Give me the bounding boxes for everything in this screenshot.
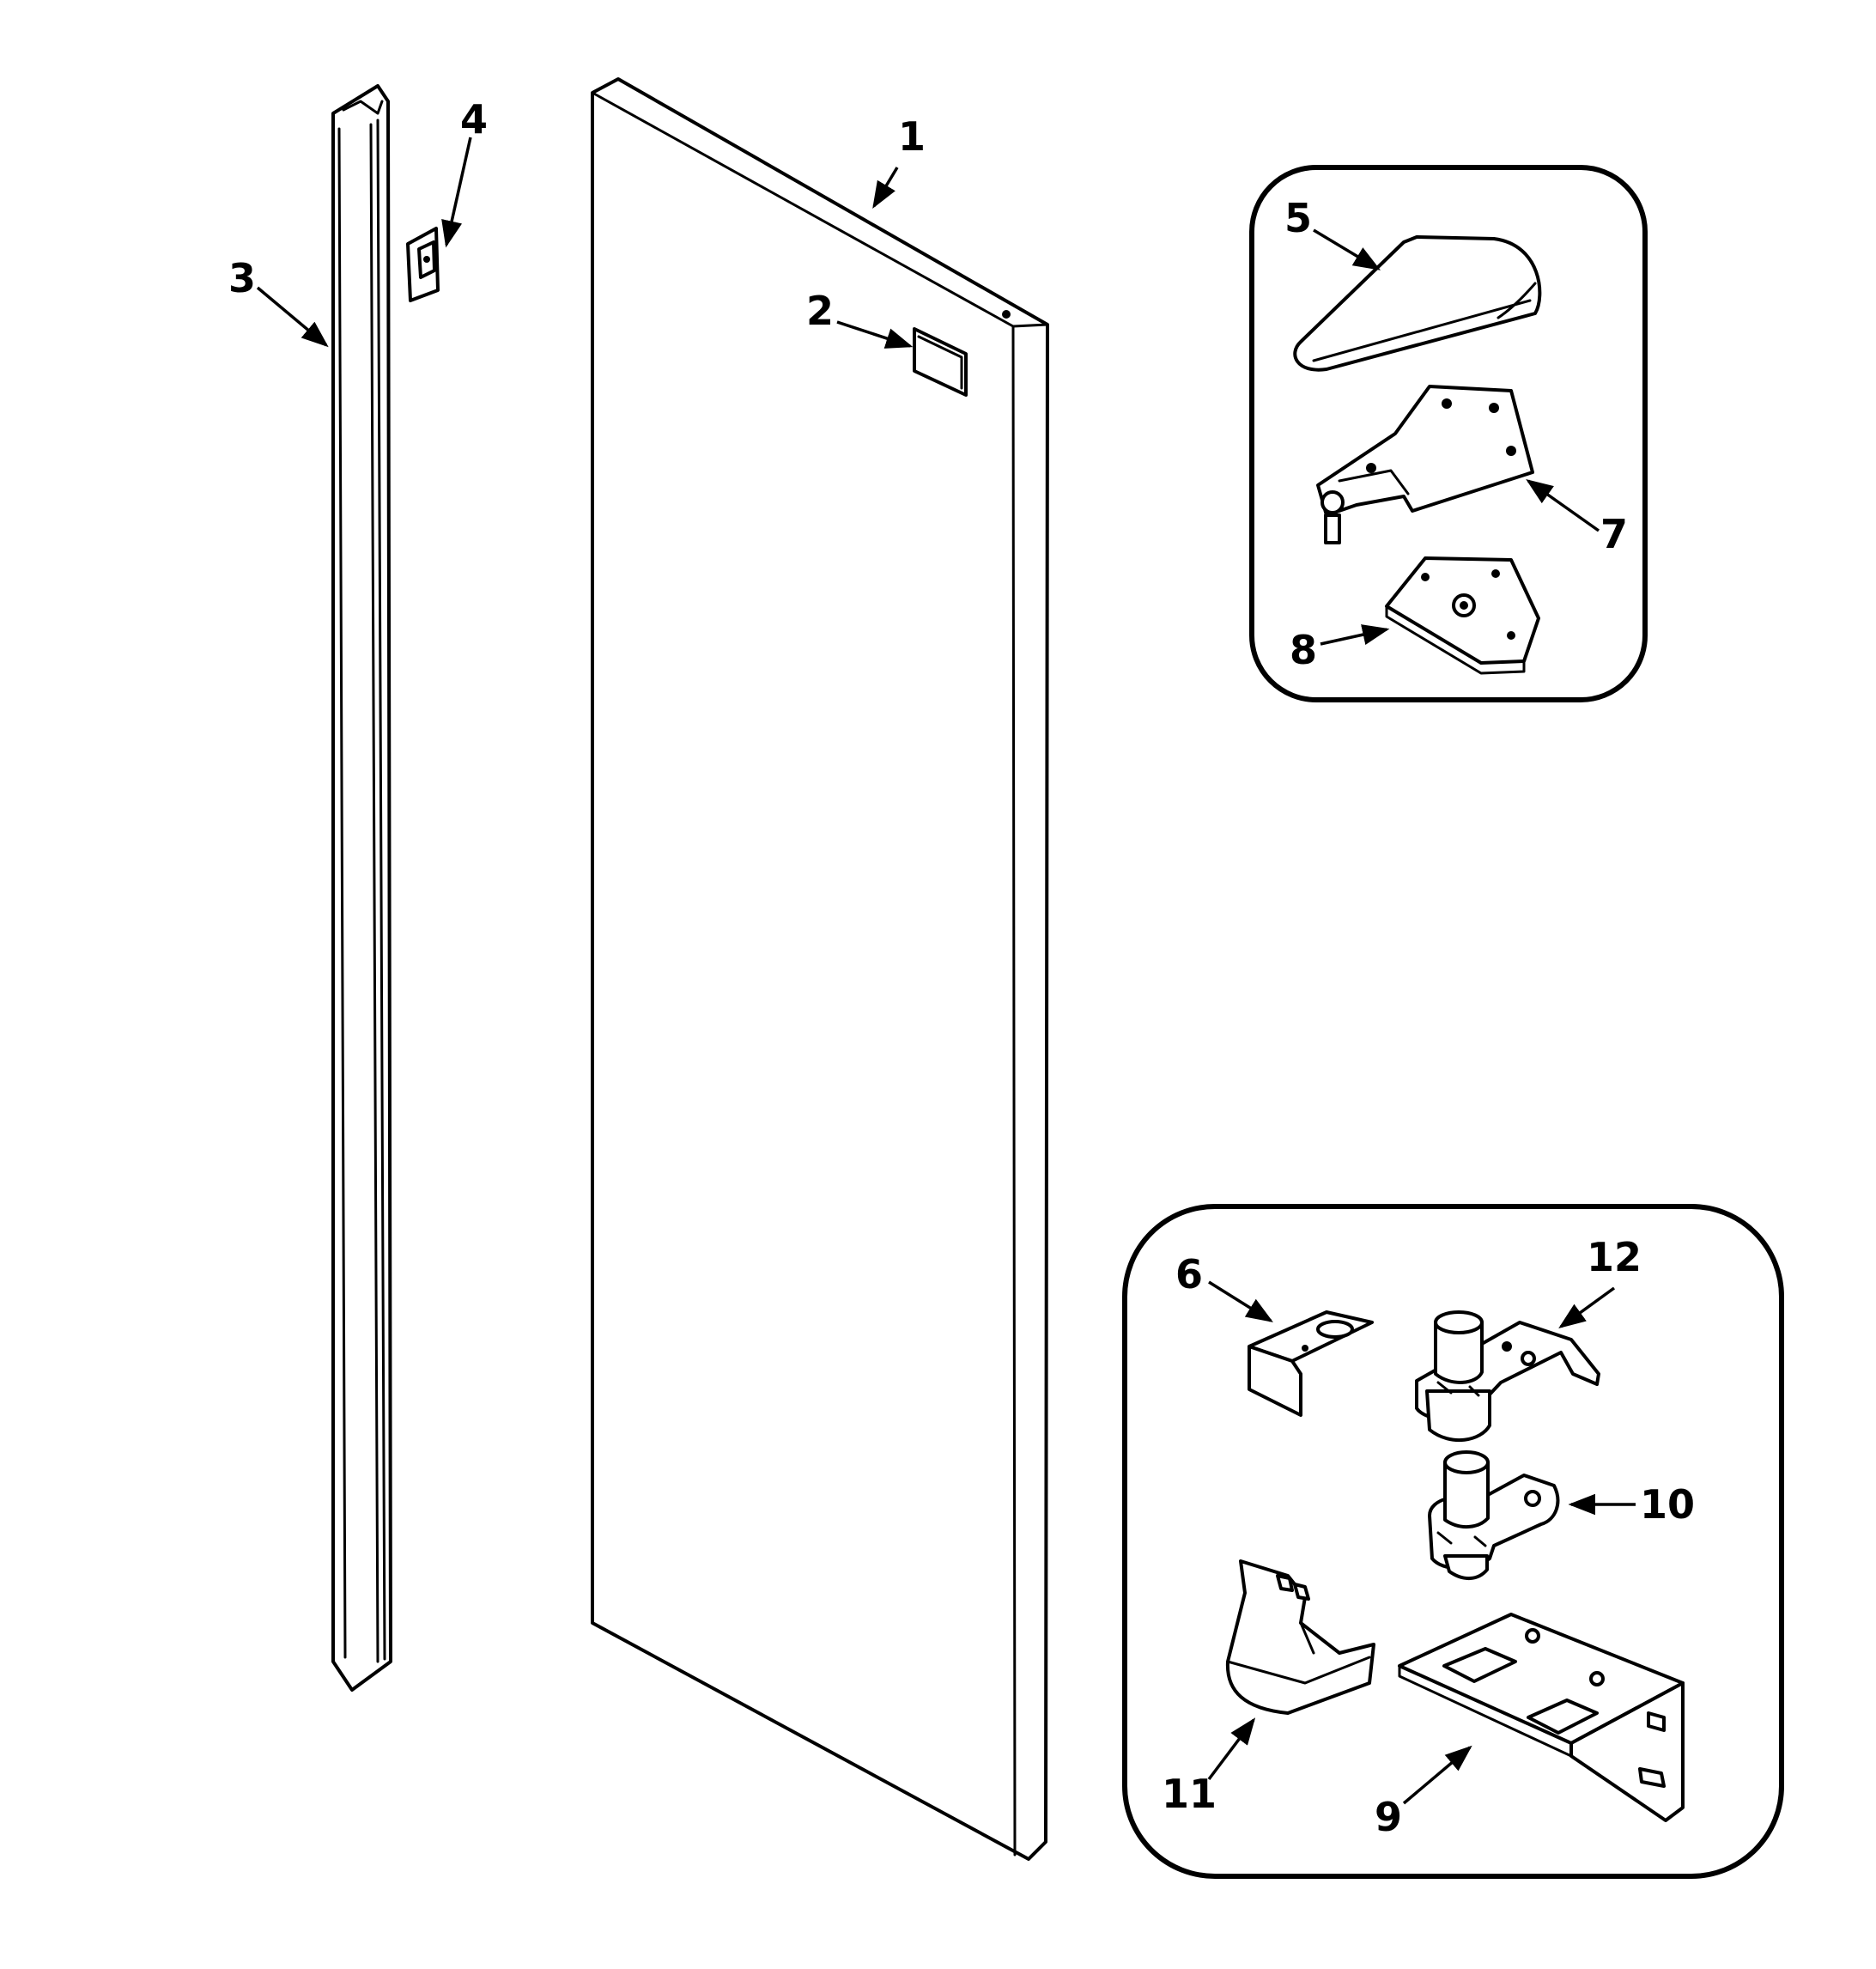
part-gasket-strip — [331, 84, 392, 1692]
part-door-label — [913, 327, 968, 397]
callout-6: 6 — [1175, 1251, 1203, 1297]
part-small-bracket — [1248, 1310, 1374, 1417]
callout-3: 3 — [228, 255, 256, 301]
leader-lines — [256, 137, 1636, 1805]
part-clip — [406, 227, 440, 302]
callout-7: 7 — [1600, 511, 1628, 557]
callout-10: 10 — [1640, 1481, 1695, 1528]
part-base-plate — [1385, 556, 1540, 675]
part-hinge-cap — [1225, 1559, 1375, 1715]
callout-9: 9 — [1375, 1794, 1402, 1840]
part-mounting-bracket — [1398, 1613, 1685, 1822]
upper-hinge-panel — [1249, 165, 1648, 702]
callout-12: 12 — [1587, 1234, 1642, 1280]
part-hinge-plate — [1316, 385, 1534, 544]
part-lower-hinge-pin — [1428, 1450, 1560, 1580]
callout-5: 5 — [1284, 195, 1312, 241]
callout-4: 4 — [460, 96, 488, 143]
callout-8: 8 — [1290, 627, 1317, 673]
callout-2: 2 — [806, 288, 834, 334]
part-door-panel — [591, 77, 1049, 1861]
part-hinge-cover — [1293, 235, 1542, 372]
callout-1: 1 — [898, 113, 926, 160]
callout-labels: 1 2 3 4 5 6 7 8 9 10 11 12 — [228, 96, 1695, 1840]
part-upper-hinge-pin — [1415, 1310, 1600, 1443]
callout-11: 11 — [1162, 1771, 1217, 1817]
lower-hinge-panel — [1122, 1204, 1784, 1879]
